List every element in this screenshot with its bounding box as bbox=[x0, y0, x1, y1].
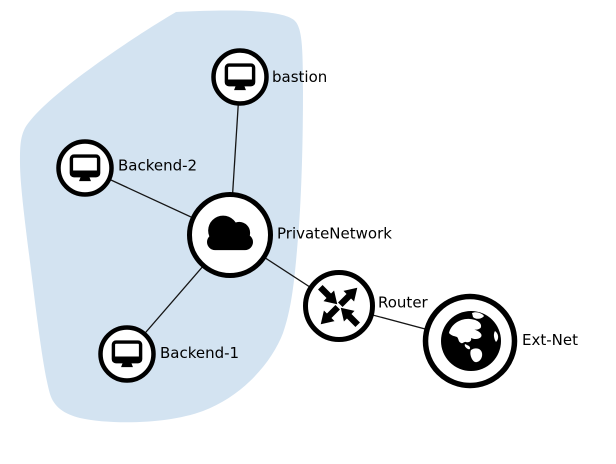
node-label-router: Router bbox=[378, 294, 429, 312]
node-private-network[interactable] bbox=[187, 192, 273, 278]
node-ext-net[interactable] bbox=[422, 293, 518, 389]
node-backend-1[interactable] bbox=[98, 325, 156, 383]
node-circle[interactable] bbox=[303, 270, 375, 342]
private-zone-region bbox=[20, 10, 303, 423]
node-backend-2[interactable] bbox=[56, 139, 114, 197]
node-label-backend-2: Backend-2 bbox=[118, 157, 197, 175]
globe-icon bbox=[441, 311, 501, 371]
node-router[interactable] bbox=[303, 270, 375, 342]
node-label-backend-1: Backend-1 bbox=[160, 344, 239, 362]
node-label-private-network: PrivateNetwork bbox=[277, 225, 392, 243]
node-label-ext-net: Ext-Net bbox=[522, 331, 578, 349]
node-label-bastion: bastion bbox=[272, 68, 327, 86]
node-bastion[interactable] bbox=[211, 48, 269, 106]
